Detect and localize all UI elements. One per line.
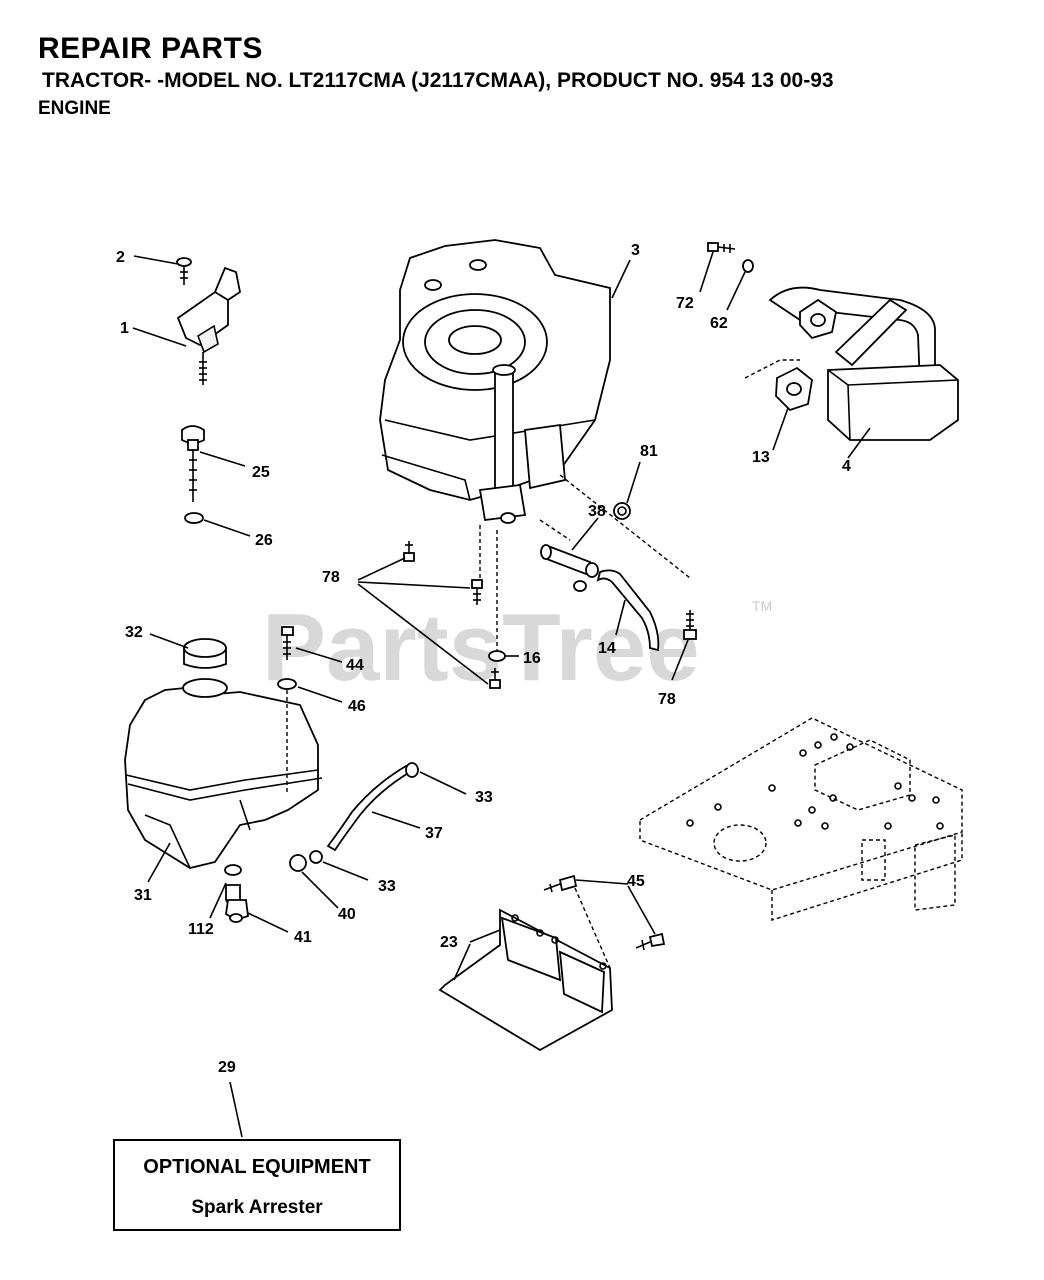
section-label: ENGINE: [38, 98, 111, 119]
callout-78-left: 78: [322, 569, 340, 586]
callout-33-lower: 33: [378, 878, 396, 895]
fuel-cap-part: [183, 638, 227, 669]
callout-38: 38: [588, 503, 606, 520]
callout-72: 72: [676, 295, 694, 312]
heat-shield-bolt-part: [543, 874, 666, 951]
callout-2: 2: [116, 249, 125, 266]
callout-78-right: 78: [658, 691, 676, 708]
engine-plate-part: [639, 717, 963, 921]
callout-31: 31: [134, 887, 152, 904]
tank-washer-part: [277, 678, 297, 690]
callout-26: 26: [255, 532, 273, 549]
flat-washer-part: [488, 650, 506, 662]
throttle-control-part: [176, 266, 242, 385]
fuel-line-part: [596, 569, 660, 652]
muffler-part: [768, 286, 959, 441]
lock-washer-part: [742, 259, 754, 273]
callout-25: 25: [252, 464, 270, 481]
tank-screw-part: [281, 626, 294, 660]
callout-13: 13: [752, 449, 770, 466]
watermark-text: PartsTree: [262, 594, 700, 701]
hose-clamp-part: [613, 502, 631, 520]
callout-41: 41: [294, 929, 312, 946]
fuel-line-tank-part: [326, 764, 412, 852]
callout-14: 14: [598, 640, 616, 657]
screw-part: [176, 257, 192, 285]
dipstick-part: [181, 425, 205, 502]
exhaust-bolt-part: [707, 242, 736, 253]
callout-40: 40: [338, 906, 356, 923]
callout-62: 62: [710, 315, 728, 332]
fuel-tank-part: [124, 678, 323, 869]
model-subtitle: TRACTOR- -MODEL NO. LT2117CMA (J2117CMAA…: [42, 69, 834, 92]
callout-3: 3: [631, 242, 640, 259]
seal-ring-part: [184, 512, 204, 524]
engine-part: [379, 239, 611, 524]
callout-46: 46: [348, 698, 366, 715]
heat-shield-part: [438, 908, 613, 1052]
callout-112: 112: [188, 921, 214, 938]
callout-33-upper: 33: [475, 789, 493, 806]
page-title: REPAIR PARTS: [38, 32, 263, 65]
callout-4: 4: [842, 458, 851, 475]
spark-arrester-label: Spark Arrester: [191, 1197, 323, 1218]
fuel-filter-part: [540, 544, 599, 592]
callout-37: 37: [425, 825, 443, 842]
engine-bolt-part: [403, 541, 501, 689]
optional-equipment-heading: OPTIONAL EQUIPMENT: [143, 1156, 371, 1178]
exhaust-gasket-part: [744, 359, 813, 412]
callout-29: 29: [218, 1059, 236, 1076]
header: REPAIR PARTS TRACTOR- -MODEL NO. LT2117C…: [38, 32, 834, 120]
hose-clamp-lower-part: [309, 850, 323, 864]
watermark-trademark: TM: [752, 598, 772, 614]
grommet-part: [289, 854, 307, 872]
callout-81: 81: [640, 443, 658, 460]
callout-16: 16: [523, 650, 541, 667]
engine-bolt-part-right: [683, 610, 697, 640]
callout-1: 1: [120, 320, 129, 337]
callout-23: 23: [440, 934, 458, 951]
optional-equipment-box: OPTIONAL EQUIPMENT Spark Arrester: [113, 1139, 401, 1231]
callout-44: 44: [346, 657, 364, 674]
callout-45: 45: [627, 873, 645, 890]
callout-32: 32: [125, 624, 143, 641]
fuel-valve-part: [225, 899, 249, 923]
hose-clamp-upper-part: [405, 762, 419, 778]
